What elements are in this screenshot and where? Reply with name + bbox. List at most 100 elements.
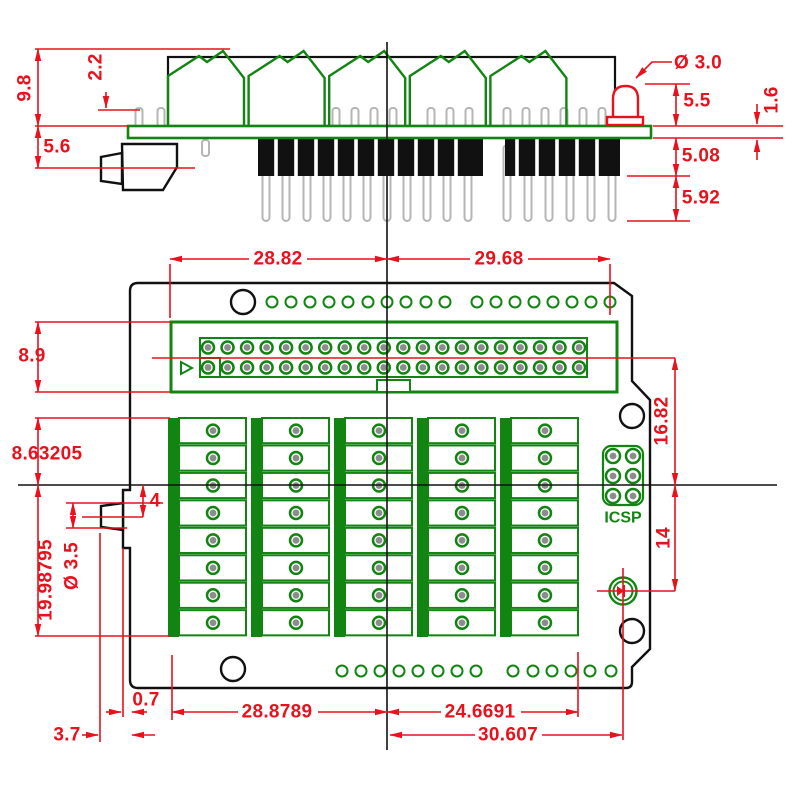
- pad-ring: [376, 360, 392, 375]
- header-slit: [515, 138, 519, 176]
- terminal-cell: [427, 554, 496, 582]
- dim-5.6: 5.6: [43, 137, 70, 158]
- pad-center: [541, 509, 549, 517]
- dim-28.82: 28.82: [253, 249, 302, 270]
- pad-ring: [356, 340, 372, 355]
- pad-ring: [317, 360, 333, 375]
- pad-center: [497, 364, 505, 371]
- pad-center: [497, 344, 505, 351]
- pad-center: [282, 364, 290, 371]
- pad-ring: [200, 340, 216, 355]
- terminal-block-side: [489, 49, 568, 126]
- pad-center: [536, 344, 544, 351]
- pad-ring: [205, 533, 221, 548]
- dim-19.98795: 19.98795: [36, 539, 57, 621]
- pad-center: [292, 427, 300, 434]
- pad-center: [243, 364, 251, 371]
- pin-hole: [284, 295, 298, 309]
- icsp-header: ICSP: [601, 444, 645, 527]
- pad-ring: [371, 505, 387, 521]
- pad-ring: [537, 560, 553, 576]
- terminal-cell: [510, 417, 579, 445]
- pad-center: [243, 344, 251, 351]
- pin1-triangle-marker: [180, 360, 195, 376]
- pad-ring: [537, 615, 553, 630]
- pad-ring: [288, 423, 304, 438]
- terminal-cell: [178, 581, 247, 609]
- pad-center: [541, 427, 549, 434]
- pad-ring: [604, 447, 622, 465]
- pad-center: [209, 591, 217, 599]
- pad-center: [282, 344, 290, 351]
- pad-center: [209, 427, 217, 434]
- label-bg: [238, 704, 318, 720]
- dim-8.63205: 8.63205: [12, 444, 83, 465]
- pad-center: [541, 537, 549, 544]
- pad-center: [517, 344, 524, 351]
- pin-stub: [201, 139, 210, 157]
- pad-ring: [435, 340, 450, 355]
- dim-5.5: 5.5: [683, 91, 710, 112]
- pin-hole: [438, 295, 452, 309]
- pcb-side-bar: [126, 124, 653, 140]
- pad-center: [302, 364, 310, 371]
- pad-ring: [298, 340, 313, 355]
- pad-center: [375, 454, 383, 462]
- pad-center: [360, 344, 368, 351]
- pad-center: [458, 564, 466, 572]
- dim-9.8: 9.8: [15, 74, 36, 101]
- pad-ring: [537, 533, 553, 548]
- pad-center: [292, 537, 300, 544]
- icsp-pads: [604, 447, 642, 505]
- pad-center: [263, 364, 270, 371]
- terminal-cell: [178, 554, 247, 582]
- pad-ring: [454, 588, 470, 603]
- pad-ring: [537, 588, 553, 603]
- pin-hole: [341, 295, 355, 309]
- header-pads: [200, 340, 587, 375]
- terminal-cell: [510, 526, 579, 554]
- pad-center: [375, 591, 383, 599]
- terminal-block-side: [408, 49, 487, 126]
- pin-hole: [265, 295, 279, 309]
- pad-ring: [624, 447, 642, 465]
- pad-center: [575, 344, 583, 351]
- stacking-header-bodies: [258, 138, 620, 176]
- terminal-cell: [344, 526, 413, 554]
- terminal-cell: [427, 609, 496, 637]
- pad-ring: [513, 360, 528, 375]
- pad-center: [209, 619, 217, 627]
- terminal-cell: [427, 581, 496, 609]
- pad-ring: [537, 450, 553, 466]
- terminal-block-side: [166, 49, 246, 126]
- pad-center: [458, 344, 466, 351]
- pad-ring: [537, 505, 553, 521]
- dim-dia-3.5: Ø 3.5: [62, 542, 83, 590]
- pad-center: [541, 454, 549, 462]
- terminal-cell: [510, 499, 579, 527]
- pad-ring: [356, 360, 372, 375]
- pad-ring: [454, 423, 470, 438]
- pad-ring: [493, 340, 509, 355]
- pin-hole: [564, 664, 578, 678]
- terminal-cell: [344, 609, 413, 637]
- terminal-cell: [510, 581, 579, 609]
- terminal-cell: [261, 581, 330, 609]
- pad-ring: [278, 340, 294, 355]
- pad-center: [478, 344, 485, 351]
- dim-0.7: 0.7: [132, 690, 159, 711]
- pin-hole: [469, 664, 483, 678]
- terminal-cell: [178, 526, 247, 554]
- pad-ring: [200, 360, 216, 375]
- terminal-cell: [261, 499, 330, 527]
- pad-ring: [454, 360, 470, 375]
- dim-30.607: 30.607: [478, 725, 538, 746]
- header-body-left: [258, 138, 483, 176]
- pin-hole: [546, 295, 560, 309]
- terminal-block-side: [328, 49, 407, 126]
- pin-hole: [411, 664, 425, 678]
- pad-center: [629, 492, 637, 500]
- mounting-hole: [618, 402, 646, 430]
- pad-center: [541, 591, 549, 599]
- pin-hole: [431, 664, 445, 678]
